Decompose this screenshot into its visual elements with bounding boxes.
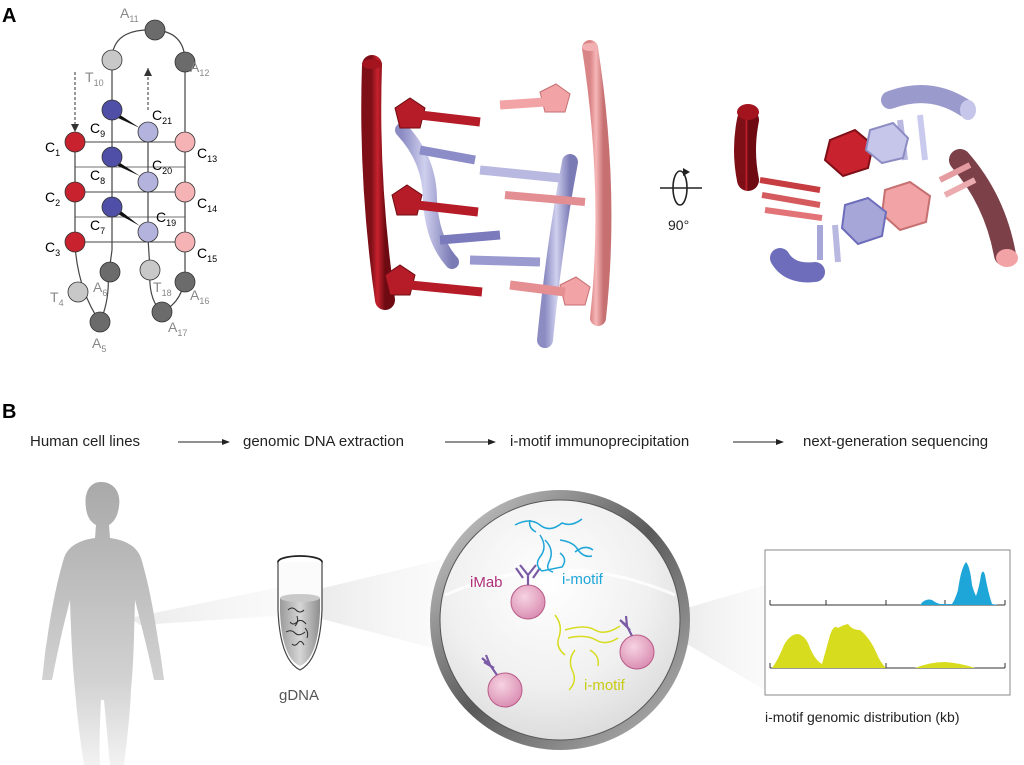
- label-c2: C2: [45, 189, 60, 208]
- nucleotide-t10: [101, 49, 123, 71]
- imotif-yellow: [554, 614, 621, 691]
- nucleotide-t4: [67, 281, 89, 303]
- rotation-label: 90°: [668, 217, 689, 233]
- imab-bead-3: [619, 615, 655, 670]
- gdna-tube: gDNA: [277, 555, 323, 704]
- nucleotide-a17: [151, 301, 173, 323]
- track-blue-peaks: [920, 562, 998, 605]
- nucleotide-c13: [174, 131, 196, 153]
- nucleotide-c7: [101, 196, 123, 218]
- workflow-step-4: next-generation sequencing: [803, 433, 988, 450]
- label-a12: A12: [190, 59, 209, 78]
- imotif-blue: [514, 518, 594, 573]
- workflow-step-1: Human cell lines: [30, 433, 140, 450]
- nucleotide-c20: [137, 171, 159, 193]
- label-t4: T4: [50, 289, 64, 308]
- strand-dark-red-cap: [362, 59, 382, 69]
- label-c20: C20: [152, 157, 172, 176]
- label-t10: T10: [85, 69, 104, 88]
- strand-pink-cap: [582, 43, 598, 51]
- bases-dark-red: [384, 97, 483, 297]
- genomic-distribution-panel: [764, 549, 1011, 696]
- label-c7: C7: [90, 217, 105, 236]
- top-hex-lavender: [864, 121, 910, 165]
- nucleotide-c2: [64, 181, 86, 203]
- beam-human-to-tube: [130, 585, 290, 625]
- nucleotide-a16: [174, 271, 196, 293]
- panel-a-label: A: [2, 5, 16, 27]
- label-c8: C8: [90, 167, 105, 186]
- label-c21: C21: [152, 107, 172, 126]
- top-hex-dark-red: [823, 128, 875, 178]
- label-t18: T18: [153, 279, 172, 298]
- magnifier-lens: iMab i-motif: [430, 490, 690, 750]
- chart-caption: i-motif genomic distribution (kb): [765, 709, 960, 725]
- tube-label: gDNA: [279, 687, 319, 704]
- imotif-3d-top-view: [734, 85, 1018, 283]
- strand-blue-left: [395, 123, 459, 269]
- imotif-3d-side-view: [361, 40, 612, 348]
- workflow-step-3: i-motif immunoprecipitation: [510, 433, 689, 450]
- nucleotide-a11: [144, 19, 166, 41]
- nucleotide-c3: [64, 231, 86, 253]
- label-c9: C9: [90, 120, 105, 139]
- top-bases: [759, 114, 977, 263]
- bases-pink: [499, 83, 591, 306]
- human-silhouette: [42, 482, 164, 765]
- workflow-step-2: genomic DNA extraction: [243, 433, 404, 450]
- imotif-yellow-label: i-motif: [584, 677, 626, 694]
- imotif-blue-label: i-motif: [562, 571, 604, 588]
- label-c13: C13: [197, 145, 217, 164]
- nucleotide-c8: [101, 146, 123, 168]
- nucleotide-c14: [174, 181, 196, 203]
- arrowhead-up: [144, 68, 152, 76]
- wedge-9-21: [117, 113, 140, 128]
- top-strand-dark-red: [734, 109, 759, 191]
- imab-bead-2: [481, 654, 523, 708]
- top-strand-blue: [770, 248, 825, 283]
- label-a6: A6: [93, 279, 107, 298]
- nucleotide-c1: [64, 131, 86, 153]
- beam-tube-to-lens: [315, 560, 440, 650]
- wedge-7-19: [117, 208, 140, 226]
- imotif-schematic: C1 C2 C3 T4 A5 A6 C7 C8 C9 T10 A11 A12 C…: [45, 5, 217, 354]
- rotation-symbol: 90°: [660, 168, 702, 233]
- label-a5: A5: [92, 335, 106, 354]
- nucleotide-c9: [101, 99, 123, 121]
- label-c3: C3: [45, 239, 60, 258]
- arrowhead-down: [71, 124, 79, 132]
- label-c15: C15: [197, 245, 217, 264]
- label-a11: A11: [120, 5, 139, 24]
- label-a16: A16: [190, 287, 209, 306]
- nucleotide-a5: [89, 311, 111, 333]
- nucleotide-a6: [99, 261, 121, 283]
- nucleotide-a12: [174, 51, 196, 73]
- strand-dark-red: [361, 55, 395, 310]
- bases-blue: [419, 145, 561, 267]
- top-strand-dark-pink: [949, 149, 1016, 266]
- beam-lens-to-chart: [680, 585, 765, 690]
- nucleotide-c21: [137, 121, 159, 143]
- strand-light-blue: [537, 154, 578, 348]
- top-strand-lavender: [881, 85, 974, 117]
- workflow-steps: Human cell lines genomic DNA extraction …: [30, 433, 988, 450]
- nucleotide-c15: [174, 231, 196, 253]
- track-yellow-peaks: [772, 624, 975, 668]
- panel-b-label: B: [2, 401, 16, 423]
- top-hex-blue: [840, 196, 888, 246]
- top-hex-pink: [880, 180, 932, 232]
- nucleotide-t18: [139, 259, 161, 281]
- label-a17: A17: [168, 319, 187, 338]
- imab-label: iMab: [470, 574, 503, 591]
- strand-pink: [582, 40, 612, 326]
- wedge-8-20: [117, 161, 140, 176]
- label-c14: C14: [197, 195, 217, 214]
- nucleotide-c19: [137, 221, 159, 243]
- label-c1: C1: [45, 139, 60, 158]
- label-c19: C19: [156, 209, 176, 228]
- imab-bead-1: [510, 564, 546, 620]
